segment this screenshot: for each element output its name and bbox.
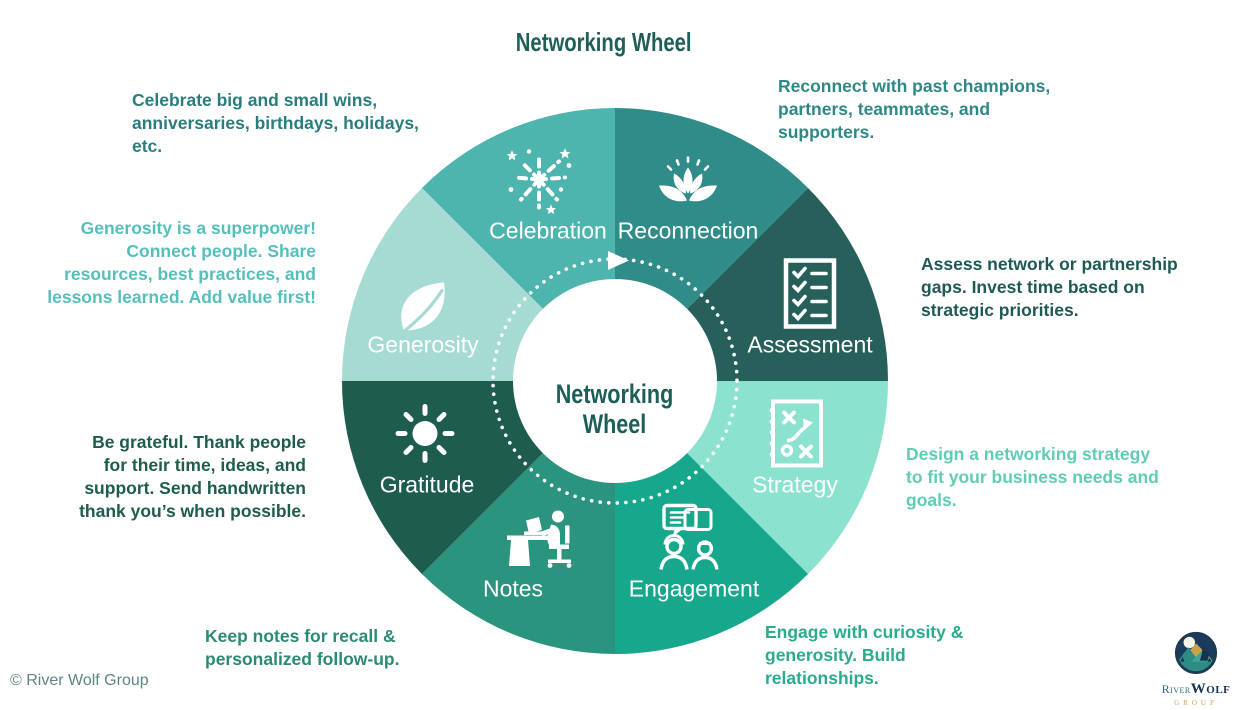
annotation-strategy: Design a networking strategy to fit your… <box>906 444 1159 510</box>
logo-text-group: GROUP <box>1174 699 1218 707</box>
desk-worker-icon <box>501 504 579 577</box>
checklist-icon <box>781 257 839 336</box>
logo-text-wolf: Wolf <box>1190 681 1231 697</box>
wheel-center-circle <box>513 279 717 483</box>
annotation-generosity: Generosity is a superpower! Connect peop… <box>47 218 316 307</box>
strategy-board-icon <box>763 397 827 476</box>
clockwise-arrow-icon <box>608 251 629 270</box>
annotation-celebration: Celebrate big and small wins, anniversar… <box>132 90 419 156</box>
fireworks-icon <box>503 146 577 225</box>
annotation-gratitude: Be grateful. Thank people for their time… <box>79 432 306 521</box>
wheel-center-title: Networking Wheel <box>556 379 674 439</box>
lotus-icon <box>655 156 721 221</box>
river-wolf-group-logo: RiverWolf GROUP <box>1148 630 1244 710</box>
logo-text-river: River <box>1161 682 1191 696</box>
copyright-text: © River Wolf Group <box>10 672 149 689</box>
river-wolf-emblem-icon <box>1174 631 1218 675</box>
annotation-notes: Keep notes for recall & personalized fol… <box>205 626 400 669</box>
segment-label-gratitude: Gratitude <box>379 471 475 498</box>
annotation-reconnection: Reconnect with past champions, partners,… <box>778 76 1051 142</box>
conversation-icon <box>647 502 725 579</box>
segment-label-generosity: Generosity <box>367 331 479 358</box>
leaf-icon <box>390 275 458 346</box>
segment-label-strategy: Strategy <box>752 471 838 498</box>
sun-icon <box>392 401 458 472</box>
segment-label-reconnection: Reconnection <box>617 217 759 244</box>
segment-label-assessment: Assessment <box>747 331 873 358</box>
segment-label-celebration: Celebration <box>489 217 607 244</box>
annotation-assessment: Assess network or partnership gaps. Inve… <box>921 254 1178 320</box>
page-title: Networking Wheel <box>516 27 692 57</box>
segment-label-notes: Notes <box>482 575 544 602</box>
segment-label-engagement: Engagement <box>628 575 760 602</box>
annotation-engagement: Engage with curiosity & generosity. Buil… <box>765 622 964 688</box>
